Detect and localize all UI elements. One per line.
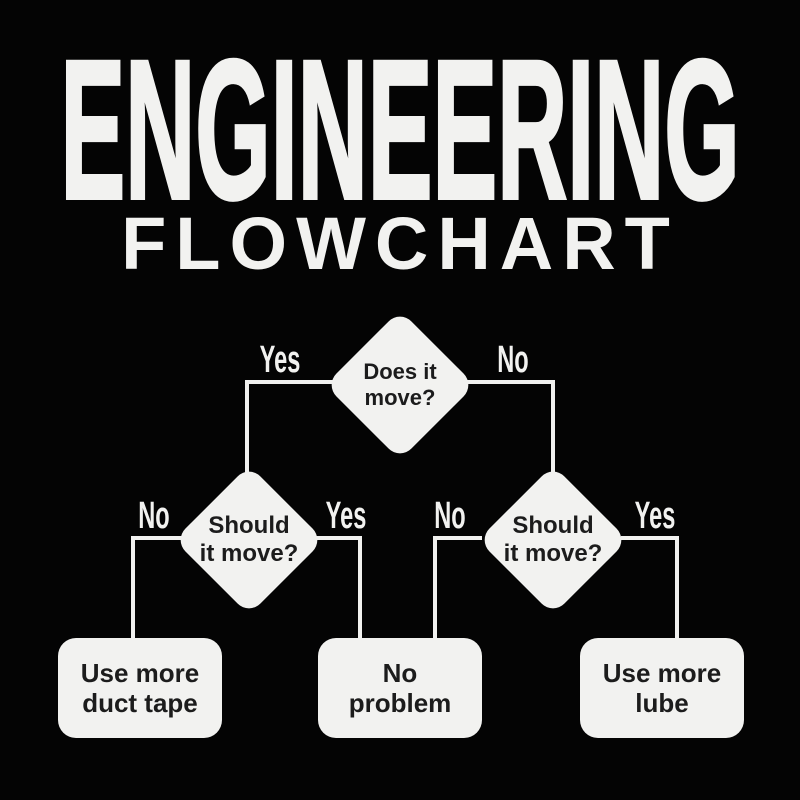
node-label-should-it-move-right: Should it move? (503, 512, 603, 567)
connector-left-no-vertical (131, 536, 135, 640)
edge-label-right-yes: Yes (634, 495, 676, 537)
title-row: ENGINEERING (0, 29, 800, 231)
outcome-box-no-problem: No problem (318, 638, 482, 738)
page-title: ENGINEERING (59, 19, 740, 240)
edge-label-right-no: No (434, 495, 466, 537)
edge-label-root-yes: Yes (259, 339, 301, 381)
outcome-box-lube: Use more lube (580, 638, 744, 738)
connector-left-no-horizontal (131, 536, 183, 540)
connector-right-no-horizontal (433, 536, 482, 540)
connector-left-yes-vertical (358, 536, 362, 640)
connector-root-yes-vertical (245, 380, 249, 476)
node-label-should-it-move-left: Should it move? (199, 512, 299, 567)
connector-right-yes-vertical (675, 536, 679, 640)
connector-right-no-vertical (433, 536, 437, 640)
connector-right-yes-horizontal (621, 536, 679, 540)
connector-root-yes-horizontal (245, 380, 333, 384)
edge-label-left-no: No (138, 495, 170, 537)
connector-root-no-vertical (551, 380, 555, 476)
outcome-box-duct-tape: Use more duct tape (58, 638, 222, 738)
edge-label-root-no: No (497, 339, 529, 381)
edge-label-left-yes: Yes (325, 495, 367, 537)
subtitle-row: FLOWCHART (0, 203, 800, 285)
connector-root-no-horizontal (467, 380, 555, 384)
node-label-does-it-move: Does it move? (363, 359, 437, 410)
connector-left-yes-horizontal (314, 536, 362, 540)
page-subtitle: FLOWCHART (121, 202, 679, 285)
